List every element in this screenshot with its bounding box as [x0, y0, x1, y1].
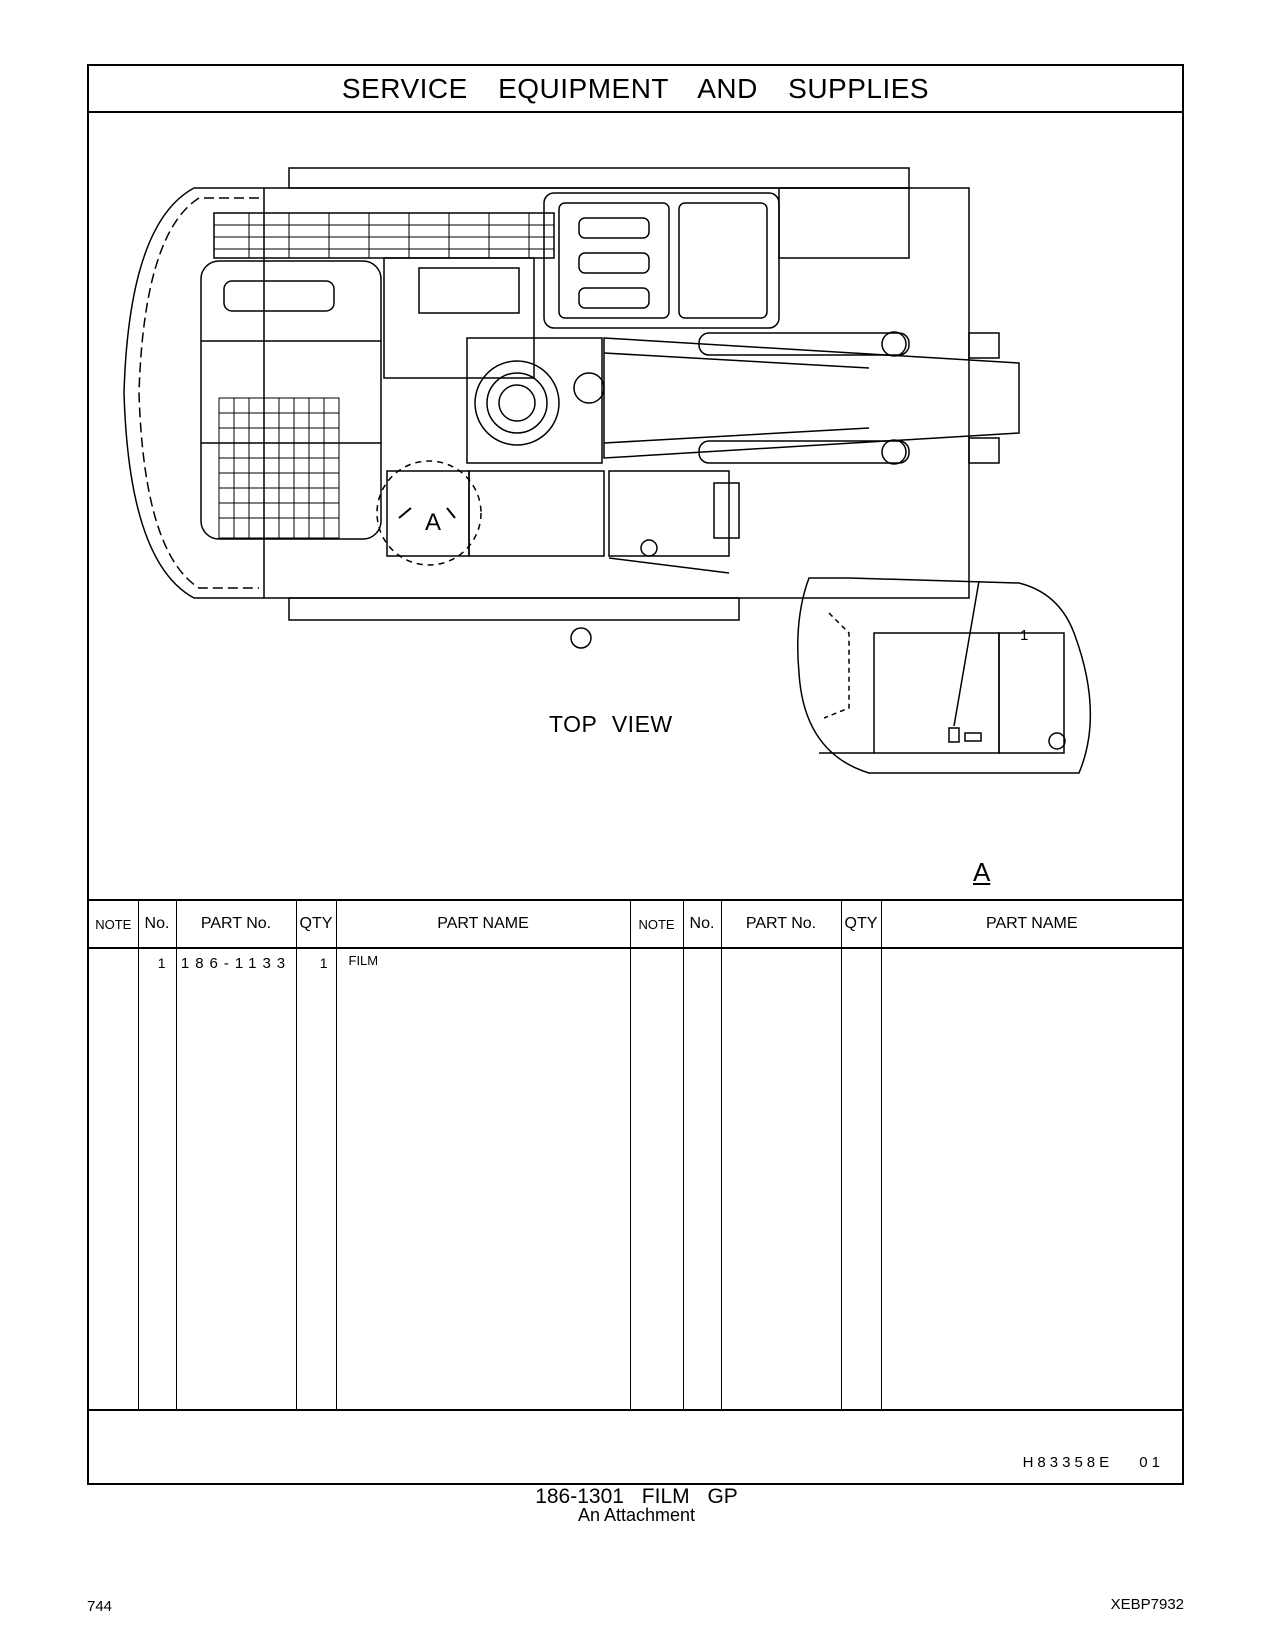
- film-location: [948, 727, 960, 743]
- header-qty-left: QTY: [296, 899, 337, 949]
- document-code: XEBP7932: [1110, 1596, 1184, 1613]
- header-part-no-right: PART No.: [721, 899, 842, 949]
- counterweight-outline: [123, 187, 264, 599]
- header-part-name-left: PART NAME: [336, 899, 631, 949]
- center-panel: [383, 257, 535, 379]
- table-row: 1 186-1133 1 FILM: [89, 948, 1182, 1409]
- row-part-number: 186-1133: [176, 948, 297, 1409]
- cab-outline: [543, 192, 780, 329]
- boom-cylinder-upper: [698, 332, 910, 356]
- tool-box: [468, 470, 605, 557]
- header-part-no-left: PART No.: [176, 899, 297, 949]
- engine-hood: [200, 260, 382, 540]
- table-header-row: NOTE No. PART No. QTY PART NAME NOTE No.…: [89, 899, 1182, 949]
- row-part-name: FILM: [336, 948, 631, 1409]
- header-note-left: NOTE: [89, 899, 139, 949]
- swing-area: [466, 337, 603, 464]
- excavator-top-view-illustration: [123, 167, 1092, 774]
- parts-table: NOTE No. PART No. QTY PART NAME NOTE No.…: [89, 899, 1182, 1409]
- empty-cell: [841, 948, 882, 1409]
- header-no-right: No.: [683, 899, 722, 949]
- cab-step: [778, 187, 910, 259]
- drawing-number: H83358E 01: [1022, 1454, 1164, 1471]
- empty-cell: [630, 948, 684, 1409]
- empty-cell: [881, 948, 1182, 1409]
- header-note-right: NOTE: [630, 899, 684, 949]
- header-no-left: No.: [138, 899, 177, 949]
- header-part-name-right: PART NAME: [881, 899, 1182, 949]
- empty-cell: [721, 948, 842, 1409]
- callout-1-leader: [953, 580, 980, 727]
- view-a-label: A: [973, 857, 991, 887]
- header-qty-right: QTY: [841, 899, 882, 949]
- top-grille: [213, 212, 555, 259]
- swing-bearing: [474, 360, 560, 446]
- row-note: [89, 948, 139, 1409]
- group-caption-subtitle: An Attachment: [577, 1505, 696, 1525]
- perforated-panel: [218, 397, 340, 539]
- sheet-footer: H83358E 01: [89, 1409, 1182, 1483]
- pump-compartment: [608, 470, 730, 557]
- row-quantity: 1: [296, 948, 337, 1409]
- page-title: SERVICE EQUIPMENT AND SUPPLIES: [89, 66, 1182, 113]
- section-a-circle: [376, 460, 482, 566]
- section-a-marker: A: [425, 509, 442, 536]
- callout-number: 1: [1020, 627, 1029, 644]
- row-item-number: 1: [138, 948, 177, 1409]
- group-caption-title: 186-1301 FILM GP: [535, 1485, 738, 1508]
- illustration-sheet: SERVICE EQUIPMENT AND SUPPLIES: [87, 64, 1184, 1485]
- boom-cylinder-lower: [698, 440, 910, 464]
- parts-drawing: TOP VIEW A 1 A: [89, 113, 1182, 899]
- detail-view-a-outline: [797, 577, 1092, 774]
- empty-cell: [683, 948, 722, 1409]
- page-number: 744: [87, 1598, 113, 1615]
- detail-panel-right: [998, 632, 1065, 754]
- top-view-label: TOP VIEW: [549, 711, 673, 737]
